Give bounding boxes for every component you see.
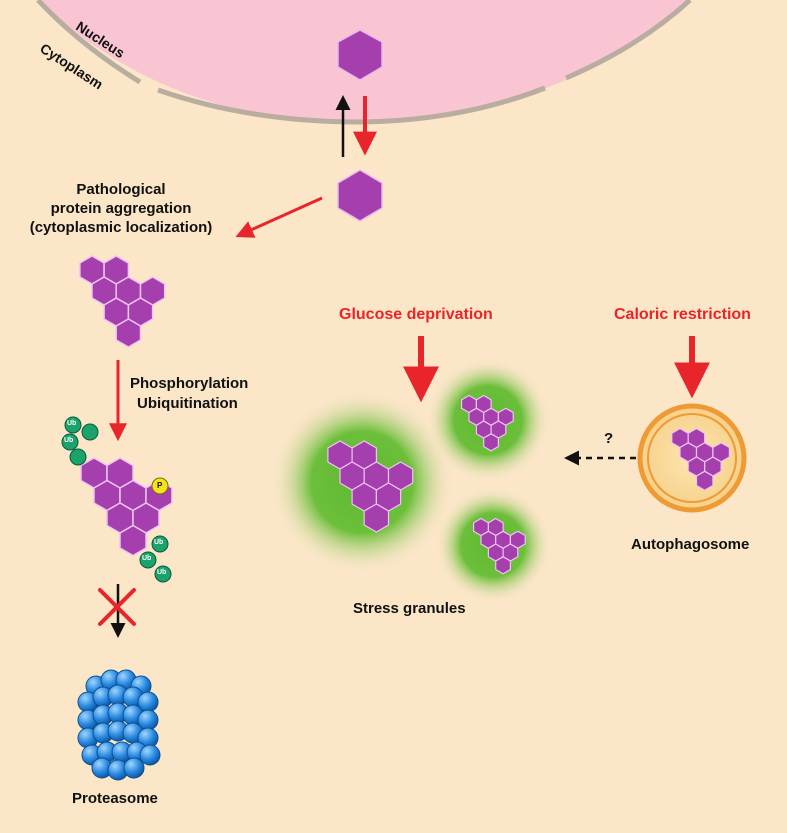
aggregation-arrow [235, 196, 323, 238]
proteasome-subunit [139, 744, 161, 766]
phosphate-tag: P [157, 481, 163, 490]
protein-cytoplasmic [337, 169, 383, 222]
ubiquitin-chain-bottom [139, 535, 172, 583]
modification-line-1: Phosphorylation [130, 375, 249, 392]
granule-small-hexagon [483, 433, 499, 452]
ub-tag-1: Ub [67, 420, 77, 427]
glucose-label: Glucose deprivation [339, 306, 493, 323]
proteasome-icon [77, 669, 161, 781]
protein-nuclear [337, 29, 383, 81]
autophagosome-label: Autophagosome [631, 536, 750, 553]
aggregate-hexagon [115, 318, 142, 348]
granule-hexagon [363, 503, 390, 533]
question-label: ? [604, 430, 614, 447]
ub-tag-2: Ub [64, 437, 74, 444]
block-x-icon [98, 588, 136, 626]
nuclear-envelope [36, 0, 692, 125]
aggregation-line-2: protein aggregation [50, 200, 192, 217]
modified-aggregate-hexagon [119, 524, 147, 557]
ub-tag-4: Ub [142, 555, 152, 562]
modification-line-2: Ubiquitination [137, 395, 238, 412]
phosphate-icon [151, 477, 169, 495]
ub-tag-3: Ub [154, 539, 164, 546]
caloric-label: Caloric restriction [614, 306, 751, 323]
stress-granules-label: Stress granules [353, 600, 466, 617]
cargo-hexagon [695, 470, 714, 491]
modification-label: Phosphorylation Ubiquitination [130, 374, 248, 414]
protein-aggregate [79, 255, 166, 348]
granule-aggregates [327, 394, 526, 575]
ub-tag-5: Ub [157, 569, 167, 576]
aggregation-line-3: (cytoplasmic localization) [29, 219, 213, 236]
autophagosome-cargo [671, 427, 731, 491]
proteasome-label: Proteasome [72, 790, 158, 807]
ubiquitin-chain-top [61, 416, 99, 466]
modified-aggregate [80, 457, 173, 557]
granule-small-hexagon [495, 556, 511, 575]
aggregation-line-1: Pathological [76, 181, 166, 198]
aggregation-label: Pathological protein aggregation (cytopl… [8, 180, 234, 237]
proteasome-subunit [123, 757, 145, 779]
